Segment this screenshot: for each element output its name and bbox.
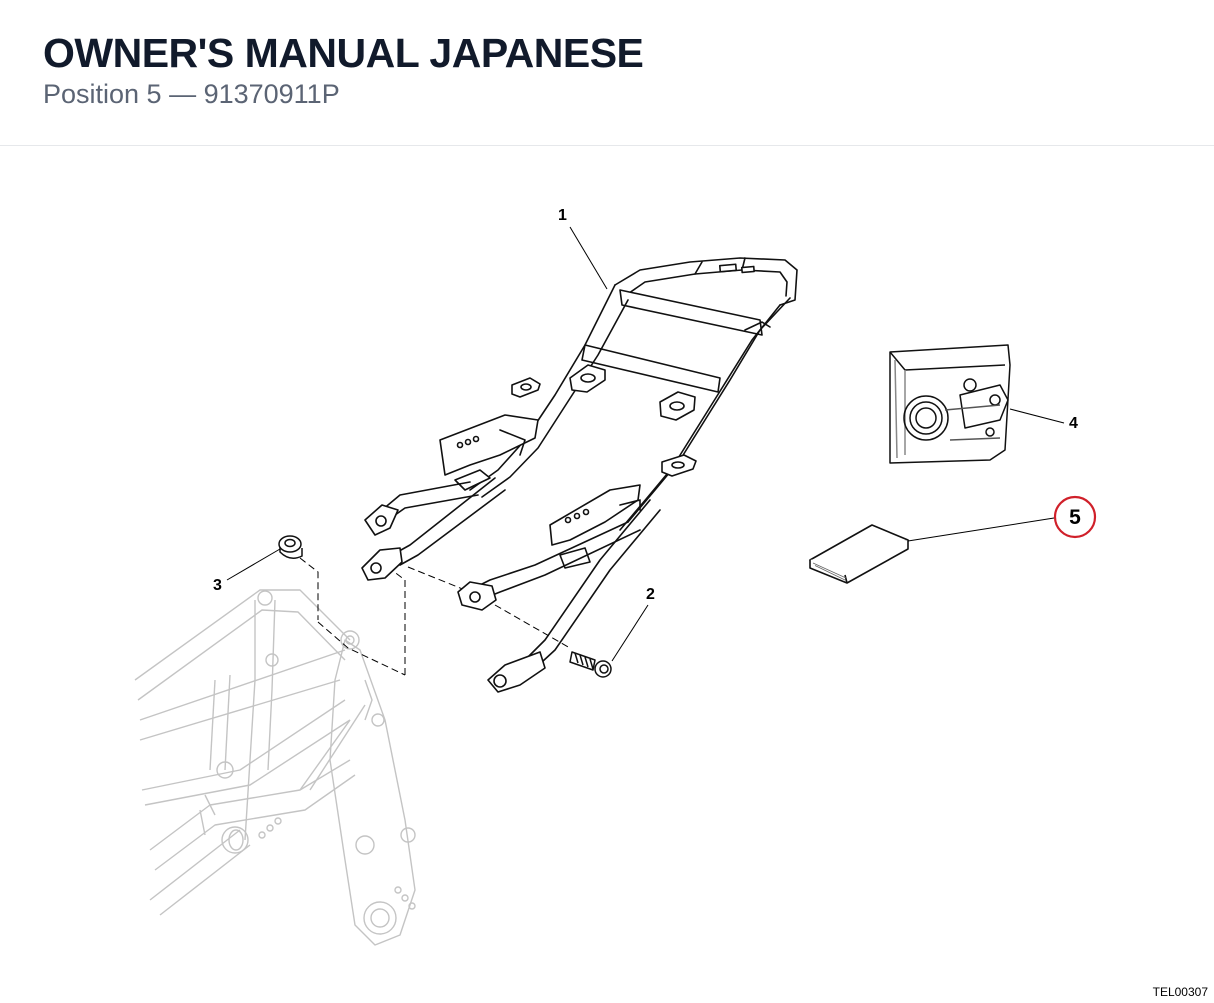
leader-5: [907, 517, 1055, 542]
bushing-drawing: [278, 535, 303, 559]
drawing-code: TEL00307: [1152, 985, 1208, 999]
leader-3: [226, 548, 281, 581]
callout-1-label: 1: [558, 207, 567, 224]
tail-light-drawing: [889, 344, 1011, 464]
page-header: OWNER'S MANUAL JAPANESE Position 5 — 913…: [0, 0, 1214, 146]
callout-5-label[interactable]: 5: [1069, 506, 1081, 529]
callout-2-label: 2: [646, 586, 655, 603]
leader-2: [611, 604, 649, 662]
bolt-drawing: [569, 651, 612, 678]
callout-5-highlight-ring[interactable]: [1053, 495, 1097, 539]
manual-booklet-drawing: [809, 524, 909, 584]
callout-3-label: 3: [213, 577, 222, 594]
callout-4-label: 4: [1069, 415, 1078, 432]
leader-1: [569, 226, 608, 290]
page-subtitle: Position 5 — 91370911P: [43, 79, 340, 109]
page-title: OWNER'S MANUAL JAPANESE: [43, 30, 644, 76]
main-frame-drawing: [134, 589, 416, 946]
callout-leaders: [226, 226, 1065, 662]
rear-subframe-drawing: [361, 257, 798, 693]
leader-4: [1009, 408, 1065, 424]
